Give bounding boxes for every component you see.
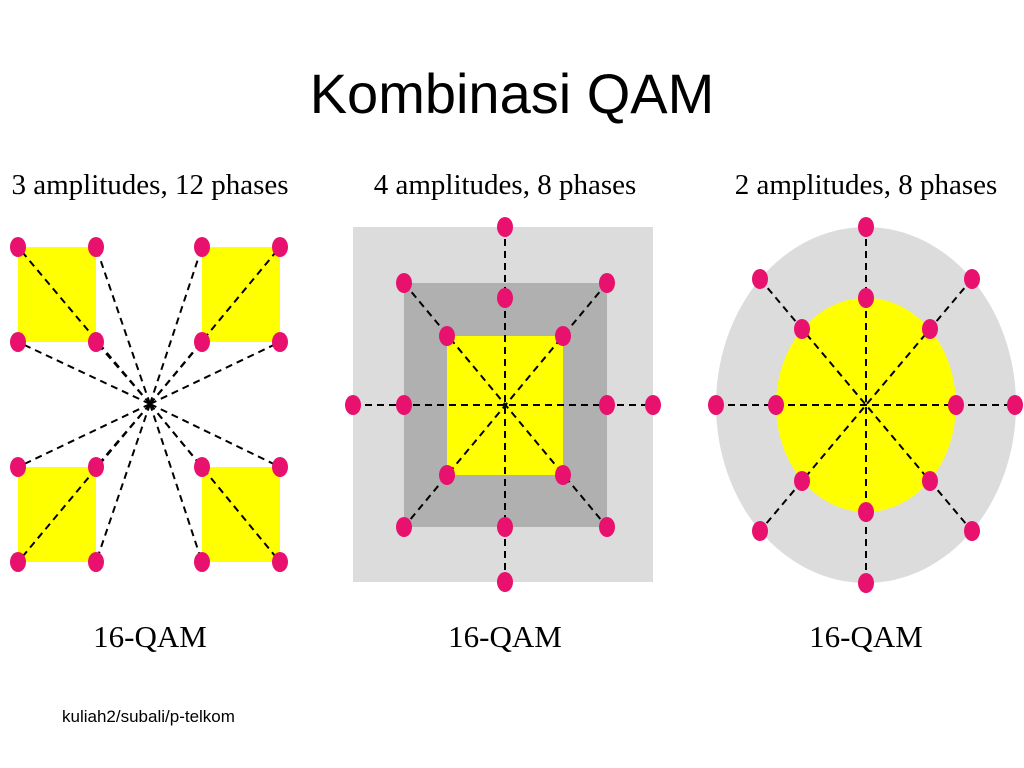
constellation-point bbox=[10, 237, 26, 257]
constellation-point bbox=[88, 552, 104, 572]
constellation-point bbox=[497, 288, 513, 308]
diagram-3-heading: 2 amplitudes, 8 phases bbox=[735, 169, 998, 201]
constellation-point bbox=[794, 319, 810, 339]
constellation-point bbox=[439, 326, 455, 346]
constellation-point bbox=[345, 395, 361, 415]
constellation-point bbox=[858, 573, 874, 593]
constellation-point bbox=[599, 395, 615, 415]
constellation-point bbox=[752, 521, 768, 541]
constellation-point bbox=[858, 288, 874, 308]
constellation-point bbox=[794, 471, 810, 491]
diagram-1-label: 16-QAM bbox=[93, 619, 207, 654]
constellation-point bbox=[497, 572, 513, 592]
diagram-2-points bbox=[345, 217, 661, 592]
constellation-point bbox=[439, 465, 455, 485]
constellation-point bbox=[599, 273, 615, 293]
constellation-point bbox=[768, 395, 784, 415]
constellation-point bbox=[88, 237, 104, 257]
diagram-1-lines bbox=[17, 246, 281, 563]
constellation-point bbox=[10, 332, 26, 352]
constellation-point bbox=[88, 332, 104, 352]
constellation-point bbox=[708, 395, 724, 415]
constellation-point bbox=[555, 326, 571, 346]
constellation-point bbox=[497, 517, 513, 537]
constellation-point bbox=[752, 269, 768, 289]
constellation-point bbox=[555, 465, 571, 485]
constellation-point bbox=[272, 552, 288, 572]
diagram-1: 3 amplitudes, 12 phases bbox=[10, 169, 289, 654]
constellation-point bbox=[922, 319, 938, 339]
constellation-point bbox=[194, 237, 210, 257]
constellation-point bbox=[10, 457, 26, 477]
constellation-point bbox=[948, 395, 964, 415]
constellation-point bbox=[964, 521, 980, 541]
diagram-2-label: 16-QAM bbox=[448, 619, 562, 654]
constellation-point bbox=[272, 237, 288, 257]
diagram-3-lines bbox=[716, 227, 1016, 583]
diagram-1-heading: 3 amplitudes, 12 phases bbox=[11, 169, 288, 201]
diagram-1-points bbox=[10, 237, 288, 572]
constellation-point bbox=[964, 269, 980, 289]
diagram-2: 4 amplitudes, 8 phases bbox=[345, 169, 661, 654]
constellation-point bbox=[194, 457, 210, 477]
constellation-point bbox=[645, 395, 661, 415]
constellation-point bbox=[1007, 395, 1023, 415]
diagram-3-points bbox=[708, 217, 1023, 593]
constellation-point bbox=[88, 457, 104, 477]
constellation-point bbox=[922, 471, 938, 491]
slide-title: Kombinasi QAM bbox=[309, 62, 715, 125]
constellation-point bbox=[599, 517, 615, 537]
constellation-point bbox=[396, 517, 412, 537]
diagram-3-label: 16-QAM bbox=[809, 619, 923, 654]
diagram-3: 2 amplitudes, 8 phases bbox=[708, 169, 1023, 654]
constellation-point bbox=[272, 457, 288, 477]
constellation-point bbox=[396, 395, 412, 415]
constellation-point bbox=[497, 217, 513, 237]
constellation-point bbox=[194, 332, 210, 352]
constellation-point bbox=[858, 502, 874, 522]
diagram-2-heading: 4 amplitudes, 8 phases bbox=[374, 169, 637, 201]
footer-credit: kuliah2/subali/p-telkom bbox=[62, 707, 235, 726]
constellation-point bbox=[272, 332, 288, 352]
constellation-point bbox=[194, 552, 210, 572]
diagram-1-fills bbox=[18, 247, 280, 562]
constellation-point bbox=[396, 273, 412, 293]
constellation-point bbox=[858, 217, 874, 237]
constellation-point bbox=[10, 552, 26, 572]
